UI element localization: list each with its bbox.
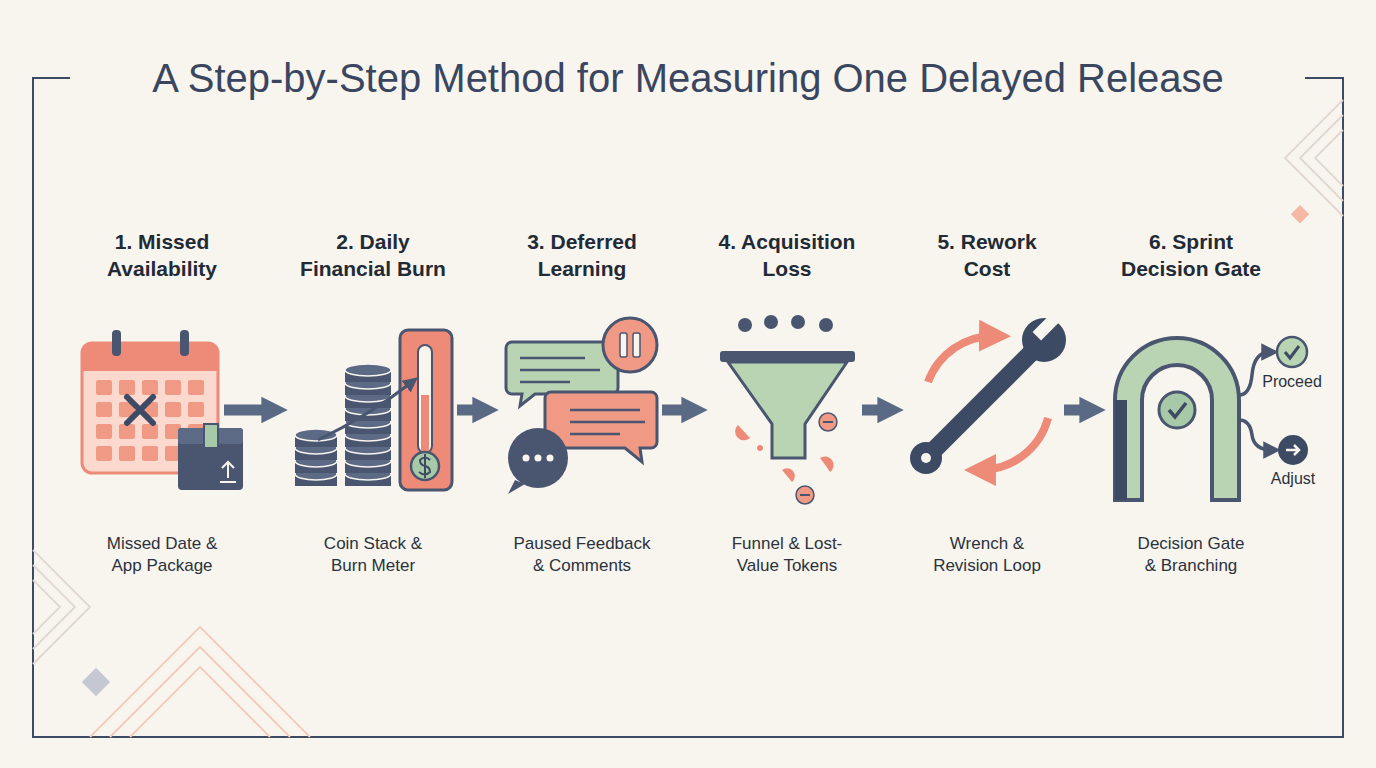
step-caption: Wrench & Revision Loop [927, 533, 1047, 577]
step-column: 2. Daily Financial BurnCoin Stack & Burn… [258, 228, 488, 592]
icon-slot [80, 330, 222, 490]
step-column: 5. Rework CostWrench & Revision Loop [872, 228, 1102, 592]
step-caption: Funnel & Lost-Value Tokens [712, 533, 862, 577]
step-heading: 6. Sprint Decision Gate [1106, 228, 1276, 282]
calendar-cell [188, 380, 204, 395]
flow-arrow [457, 405, 475, 416]
icon-slot [503, 330, 660, 490]
step-heading: 1. Missed Availability [77, 228, 247, 282]
calendar-cell [96, 380, 112, 395]
flow-arrow [862, 405, 880, 416]
step-column: 4. Acquisition LossFunnel & Lost-Value T… [672, 228, 902, 592]
flow-arrow [662, 405, 684, 416]
calendar-cell [96, 446, 112, 461]
step-column: 6. Sprint Decision GateDecision Gate & B… [1076, 228, 1306, 592]
coin [345, 364, 391, 376]
branch-label: Adjust [1269, 470, 1317, 488]
coin-stack [295, 364, 391, 486]
decoration [33, 100, 1343, 737]
decor-diamond [82, 668, 110, 696]
calendar-cell [188, 402, 204, 417]
step-column: 1. Missed AvailabilityMissed Date & App … [47, 228, 277, 592]
step-column: 3. Deferred LearningPaused Feedback & Co… [467, 228, 697, 592]
calendar-cell [142, 424, 158, 439]
calendar-cell [119, 446, 135, 461]
icon-slot [908, 330, 1062, 490]
step-caption: Missed Date & App Package [97, 533, 227, 577]
icon-slot [1110, 330, 1240, 490]
diagram-title: A Step-by-Step Method for Measuring One … [138, 52, 1238, 104]
flow-arrow [1064, 405, 1082, 416]
step-caption: Decision Gate & Branching [1132, 533, 1250, 577]
burn-meter [400, 330, 452, 490]
step-caption: Paused Feedback & Comments [510, 533, 655, 577]
trend-arrow [318, 382, 412, 440]
funnel-icon [720, 315, 855, 504]
calendar-cell [165, 380, 181, 395]
step-heading: 2. Daily Financial Burn [288, 228, 458, 282]
icon-slot [292, 330, 455, 490]
step-heading: 5. Rework Cost [927, 228, 1047, 282]
wrench-icon [910, 314, 1066, 474]
calendar-cell [119, 424, 135, 439]
calendar-cell [96, 402, 112, 417]
app-package [178, 424, 243, 490]
calendar-cell [96, 424, 112, 439]
calendar-cell [142, 446, 158, 461]
frame [33, 78, 1343, 737]
flow-arrow [224, 405, 264, 416]
icon-slot [712, 330, 860, 490]
calendar-cell [119, 380, 135, 395]
branch-label: Proceed [1260, 373, 1324, 391]
calendar-cell [142, 380, 158, 395]
feedback-bubbles [506, 318, 657, 494]
step-heading: 3. Deferred Learning [497, 228, 667, 282]
step-caption: Coin Stack & Burn Meter [311, 533, 436, 577]
calendar-cell [165, 402, 181, 417]
decor-diamond [1291, 205, 1309, 223]
step-heading: 4. Acquisition Loss [702, 228, 872, 282]
